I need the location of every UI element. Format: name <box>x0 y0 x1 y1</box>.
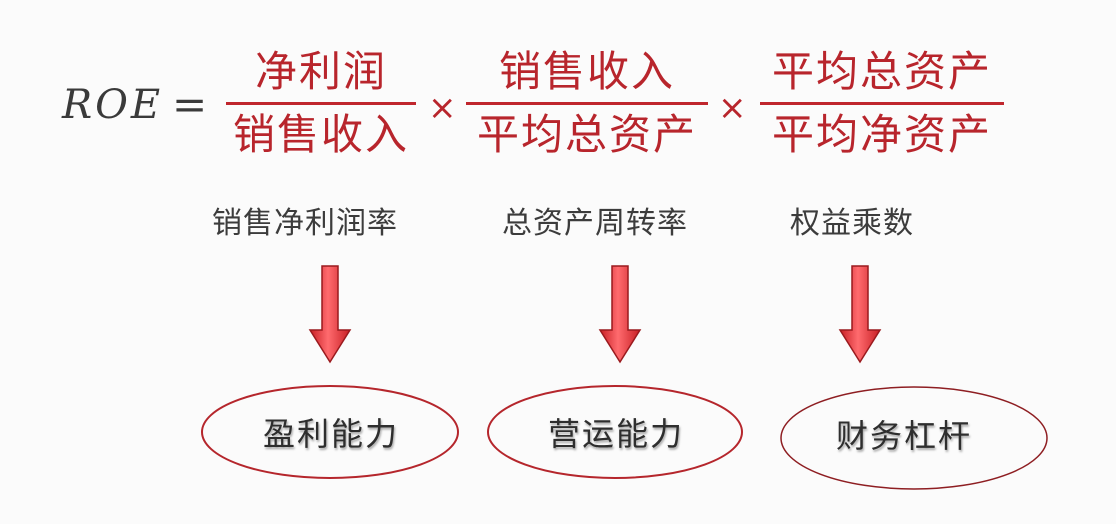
numerator: 平均总资产 <box>771 47 992 96</box>
down-arrow-icon <box>308 265 352 364</box>
fraction-asset-turnover: 销售收入 平均总资产 <box>466 46 708 161</box>
formula-lhs: ROE <box>62 82 164 128</box>
down-arrow-icon <box>838 265 882 364</box>
fraction-equity-multiplier: 平均总资产 平均净资产 <box>760 46 1004 161</box>
down-arrow-icon <box>598 265 642 364</box>
ratio-label-equity-multiplier: 权益乘数 <box>790 206 914 241</box>
equals-sign: = <box>172 80 208 129</box>
oval-outline <box>487 385 743 479</box>
numerator: 销售收入 <box>498 47 675 96</box>
denominator: 平均总资产 <box>476 110 697 159</box>
oval-outline <box>201 385 459 479</box>
ratio-label-net-profit-margin: 销售净利润率 <box>212 206 398 241</box>
fraction-bar <box>226 102 416 105</box>
oval-outline <box>780 386 1048 490</box>
capability-operating: 营运能力 <box>547 415 685 453</box>
ratio-label-asset-turnover: 总资产周转率 <box>502 206 688 241</box>
numerator: 净利润 <box>254 47 387 96</box>
fraction-bar <box>760 102 1004 105</box>
fraction-bar <box>466 102 708 105</box>
denominator: 平均净资产 <box>771 110 992 159</box>
multiply-sign-1: × <box>428 88 457 128</box>
fraction-net-profit-margin: 净利润 销售收入 <box>226 46 416 161</box>
multiply-sign-2: × <box>718 88 747 128</box>
capability-profitability: 盈利能力 <box>262 415 400 453</box>
denominator: 销售收入 <box>232 110 409 159</box>
capability-financial-leverage: 财务杠杆 <box>835 417 973 455</box>
